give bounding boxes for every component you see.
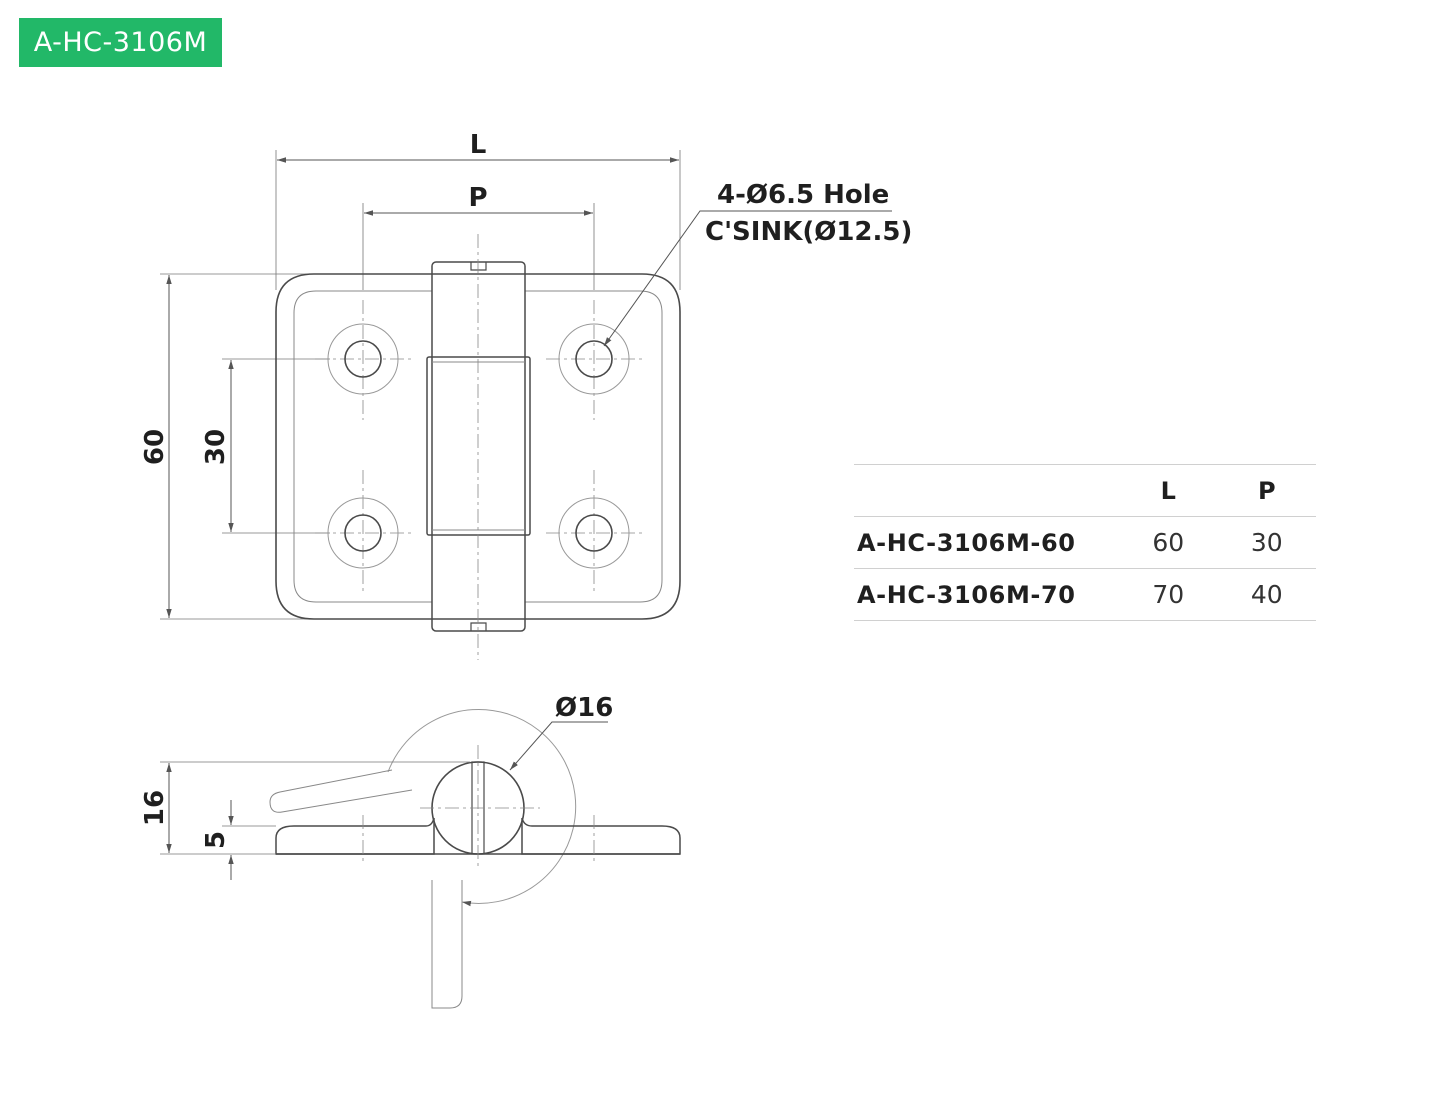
left-leaf — [275, 273, 432, 620]
hole-top-left — [327, 323, 399, 395]
dim-height: 60 — [140, 429, 170, 465]
model-cell: A-HC-3106M-60 — [854, 516, 1119, 569]
side-right-leaf — [521, 817, 681, 855]
table-header-row: L P — [854, 464, 1316, 517]
open-leaf-ghost — [269, 769, 413, 813]
dimension-lines — [166, 157, 679, 618]
table-row: A-HC-3106M-70 70 40 — [854, 568, 1316, 621]
spec-table: L P A-HC-3106M-60 60 30 A-HC-3106M-70 70… — [854, 464, 1316, 621]
mounting-holes — [327, 323, 630, 569]
p-cell: 40 — [1217, 568, 1316, 621]
hole-callout-line2: C'SINK(Ø12.5) — [705, 217, 912, 247]
dim-knuckle-diameter: Ø16 — [555, 693, 613, 723]
knuckle — [426, 261, 531, 632]
dim-overall-length: L — [470, 130, 487, 160]
table-header-model — [854, 464, 1119, 517]
dim-total-height: 16 — [140, 790, 170, 826]
l-cell: 70 — [1119, 568, 1218, 621]
right-leaf — [525, 273, 681, 620]
dim-leaf-thickness: 5 — [201, 831, 231, 849]
folded-leaf-ghost — [431, 880, 463, 1009]
dim-hole-pitch: P — [468, 183, 487, 213]
l-cell: 60 — [1119, 516, 1218, 569]
side-left-leaf — [275, 817, 435, 855]
hole-callout-line1: 4-Ø6.5 Hole — [717, 180, 889, 210]
top-view — [160, 150, 892, 660]
hole-top-right — [558, 323, 630, 395]
model-cell: A-HC-3106M-70 — [854, 568, 1119, 621]
hole-bottom-left — [327, 497, 399, 569]
model-badge: A-HC-3106M — [19, 18, 222, 67]
side-view — [160, 709, 681, 1009]
table-header-p: P — [1217, 464, 1316, 517]
hole-bottom-right — [558, 497, 630, 569]
table-row: A-HC-3106M-60 60 30 — [854, 516, 1316, 569]
hole-callout-leader — [603, 210, 892, 347]
dim-hole-spacing: 30 — [201, 429, 231, 465]
table-header-l: L — [1119, 464, 1218, 517]
swing-arc — [387, 709, 577, 907]
p-cell: 30 — [1217, 516, 1316, 569]
center-lines — [315, 234, 643, 660]
diameter-leader — [509, 721, 608, 771]
